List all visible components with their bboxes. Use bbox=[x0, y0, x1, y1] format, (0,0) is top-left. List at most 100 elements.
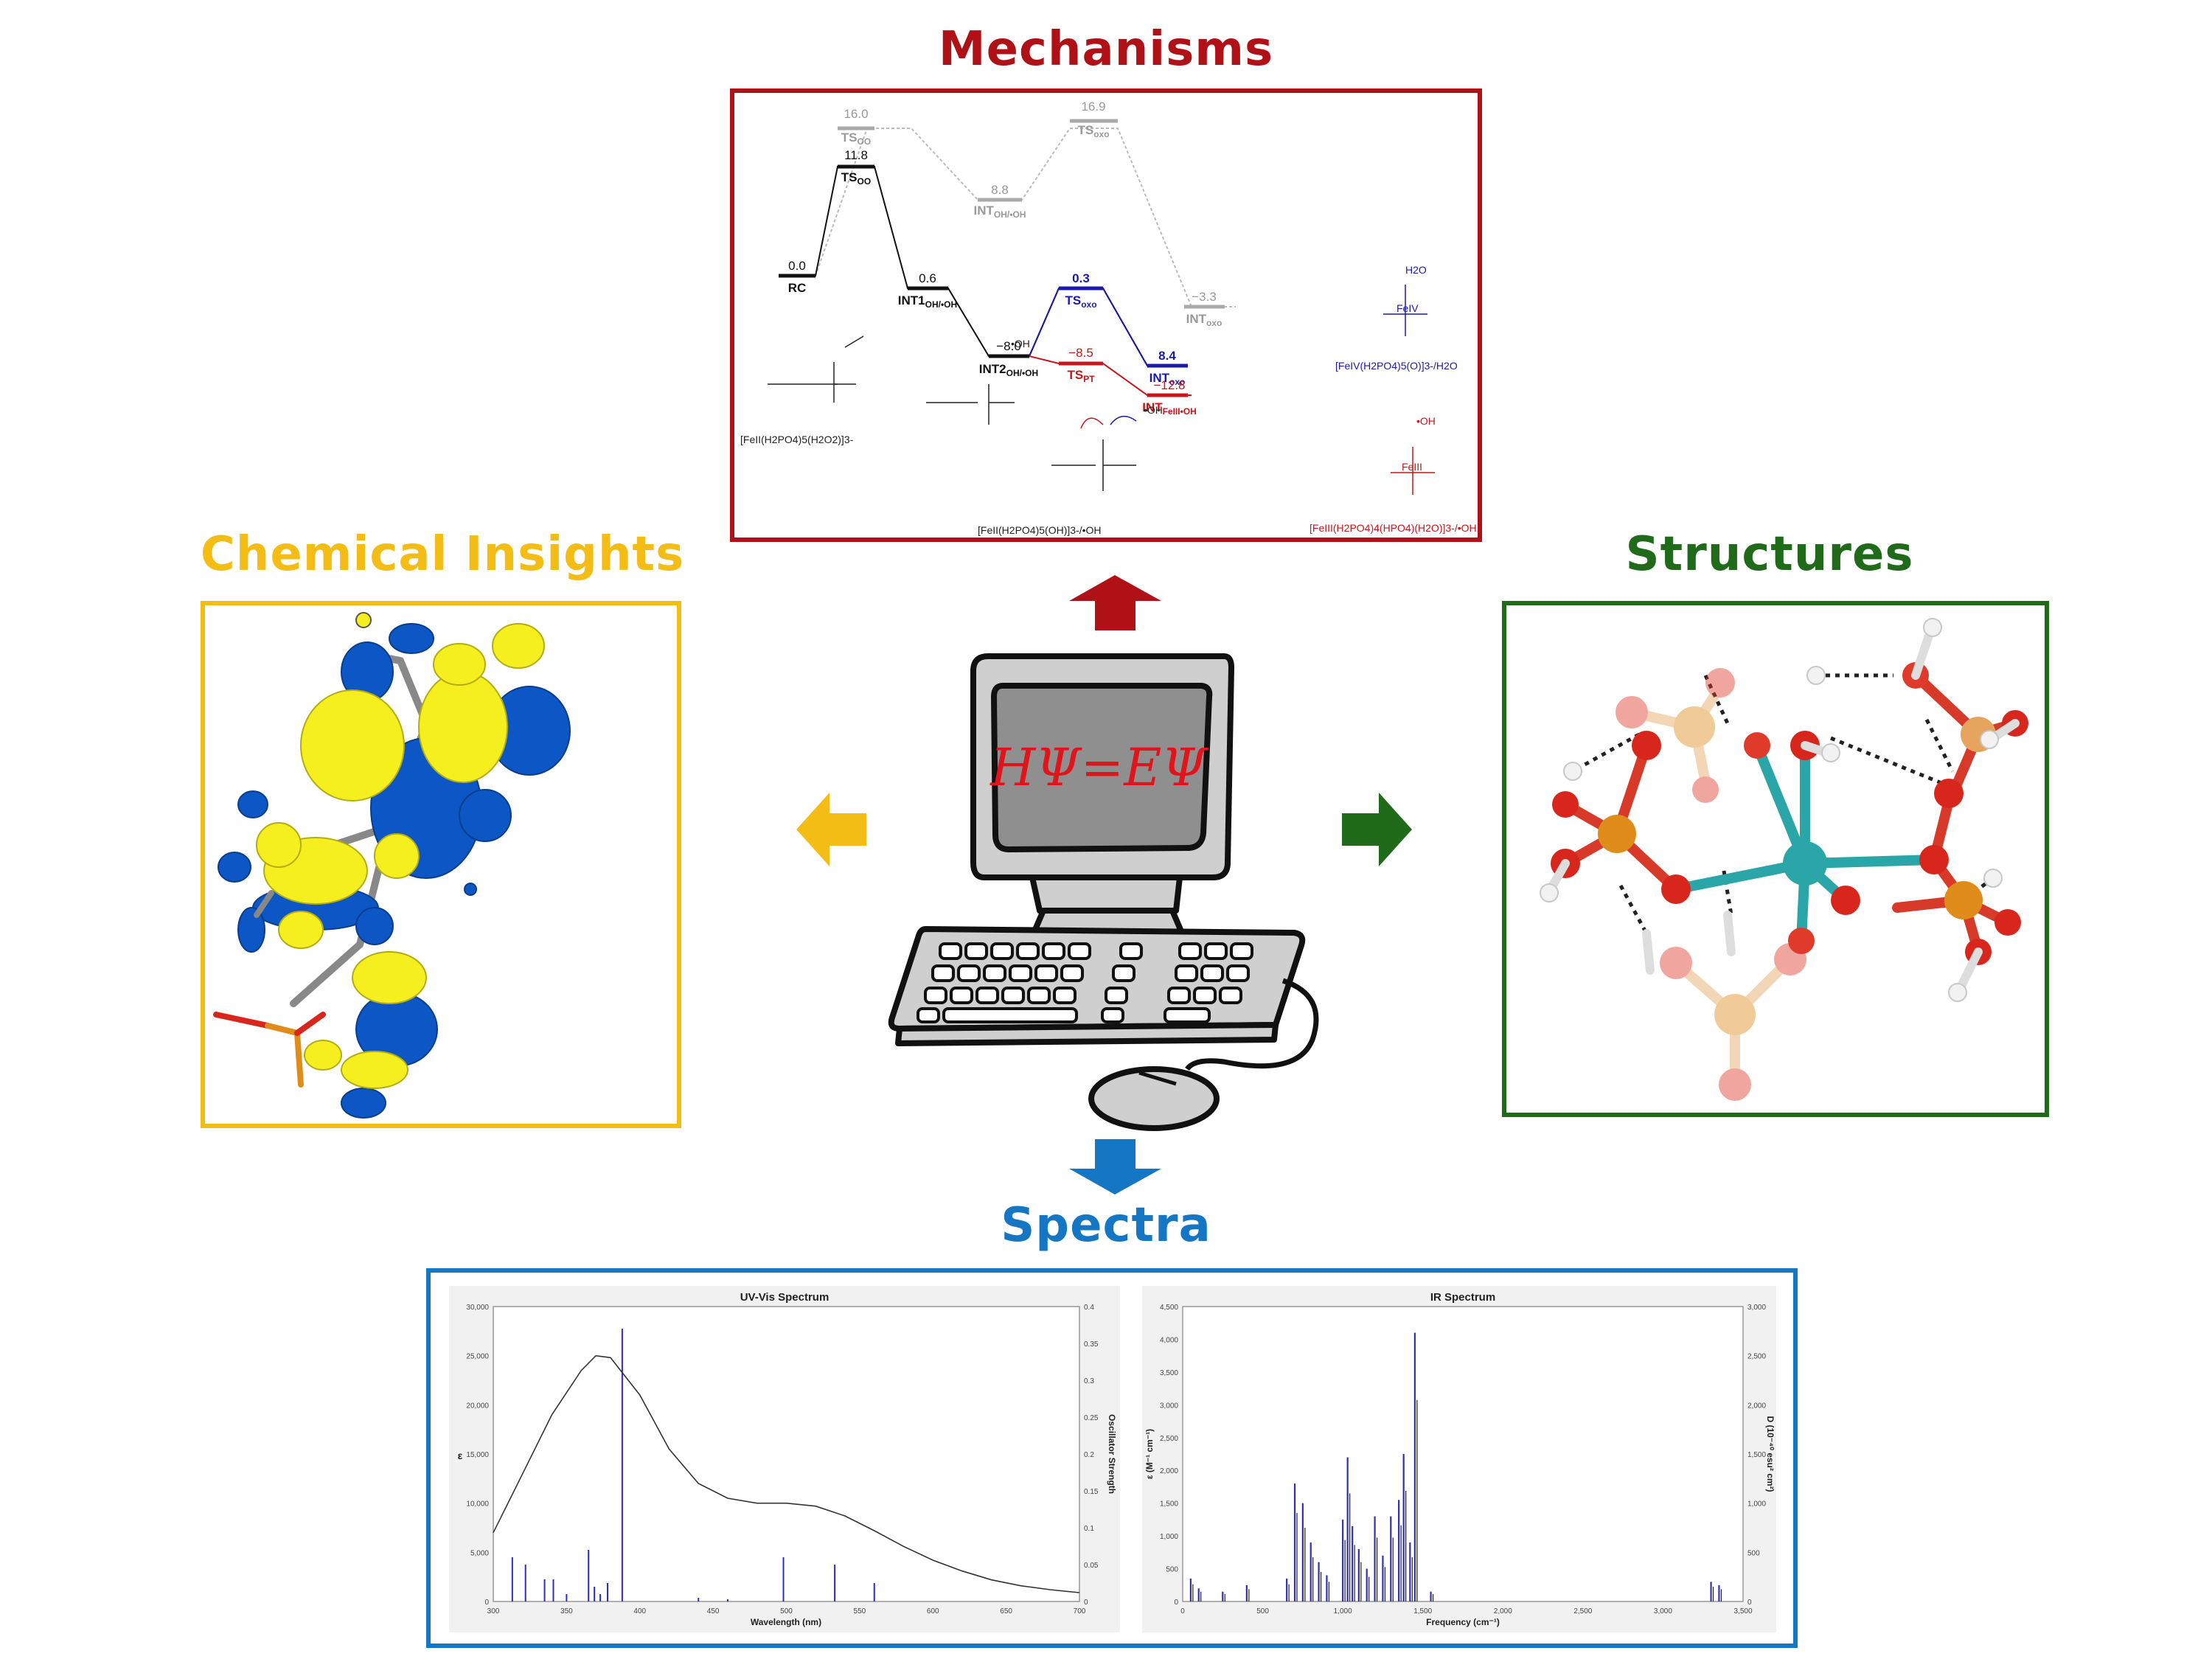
level-value: 8.4 bbox=[1158, 349, 1176, 363]
ir-y2-tick: 500 bbox=[1747, 1549, 1760, 1557]
uv-x-tick: 300 bbox=[487, 1607, 500, 1615]
level-label: TSPT bbox=[1067, 368, 1095, 384]
level-value: −8.5 bbox=[1068, 346, 1093, 360]
fe4-label: FeIV bbox=[1397, 302, 1419, 314]
ir-y-tick: 1,000 bbox=[1160, 1533, 1178, 1541]
level-label: INToxo bbox=[1150, 371, 1186, 387]
uv-y2-tick: 0 bbox=[1084, 1599, 1088, 1607]
ir-x-tick: 500 bbox=[1256, 1607, 1269, 1615]
level-label: INT2OH/•OH bbox=[979, 362, 1038, 378]
uv-y-tick: 30,000 bbox=[466, 1304, 489, 1312]
mechanisms-heading: Mechanisms bbox=[938, 22, 1274, 77]
ir-chart-title: IR Spectrum bbox=[1430, 1291, 1495, 1304]
computer-screen-equation: HΨ=EΨ bbox=[989, 737, 1208, 798]
uv-x-axis-label: Wavelength (nm) bbox=[751, 1617, 821, 1627]
uv-vis-chart: UV-Vis Spectrum Wavelength (nm) ε Oscill… bbox=[449, 1286, 1120, 1632]
ir-y-tick: 1,500 bbox=[1160, 1500, 1178, 1509]
level-value: 8.8 bbox=[991, 183, 1009, 197]
uv-y-tick: 25,000 bbox=[466, 1353, 489, 1361]
radical-label: •OH bbox=[1416, 415, 1436, 427]
uv-x-tick: 450 bbox=[707, 1607, 720, 1615]
uv-x-tick: 400 bbox=[633, 1607, 646, 1615]
ir-x-tick: 3,000 bbox=[1654, 1607, 1672, 1615]
level-label: RC bbox=[788, 281, 807, 295]
level-value: 11.8 bbox=[844, 148, 868, 162]
uv-y2-tick: 0.1 bbox=[1084, 1525, 1094, 1533]
ir-y2-axis-label: D (10⁻⁴⁰ esu² cm²) bbox=[1765, 1416, 1775, 1492]
level-label: TSoxo bbox=[1065, 293, 1096, 310]
level-label: TSOO bbox=[841, 131, 871, 147]
structures-heading: Structures bbox=[1625, 527, 1914, 582]
level-value: −3.3 bbox=[1192, 290, 1217, 304]
ir-chart: IR Spectrum Frequency (cm⁻¹) ε (M⁻¹ cm⁻¹… bbox=[1142, 1286, 1776, 1632]
uv-y2-tick: 0.15 bbox=[1084, 1488, 1099, 1496]
fe3-label: FeIII bbox=[1402, 461, 1422, 473]
ir-y2-tick: 3,000 bbox=[1747, 1304, 1766, 1312]
ir-x-tick: 0 bbox=[1180, 1607, 1185, 1615]
water-label: H2O bbox=[1405, 264, 1427, 276]
spectra-heading: Spectra bbox=[1001, 1198, 1211, 1253]
spectra-panel: UV-Vis Spectrum Wavelength (nm) ε Oscill… bbox=[426, 1268, 1798, 1648]
int2-formula: [FeII(H2PO4)5(OH)]3-/•OH bbox=[978, 524, 1101, 536]
uv-y-tick: 20,000 bbox=[466, 1402, 489, 1410]
oxo-formula: [FeIV(H2PO4)5(O)]3-/H2O bbox=[1335, 360, 1458, 372]
uv-y2-tick: 0.35 bbox=[1084, 1340, 1099, 1349]
uv-y-tick: 0 bbox=[484, 1599, 489, 1607]
ir-y-tick: 2,500 bbox=[1160, 1435, 1178, 1443]
ir-y2-tick: 1,500 bbox=[1747, 1451, 1766, 1459]
level-label: INT1OH/•OH bbox=[898, 293, 957, 310]
radical-label: •OH bbox=[1144, 404, 1163, 416]
structures-panel bbox=[1502, 601, 2049, 1117]
molecular-orbital-render bbox=[213, 612, 571, 1119]
fe3-formula: [FeIII(H2PO4)4(HPO4)(H2O)]3-/•OH bbox=[1310, 522, 1477, 534]
level-value: 0.0 bbox=[788, 259, 806, 273]
ir-y2-tick: 2,000 bbox=[1747, 1402, 1766, 1410]
uv-x-tick: 600 bbox=[927, 1607, 939, 1615]
ir-y-tick: 3,000 bbox=[1160, 1402, 1178, 1410]
arrow-down-icon bbox=[1069, 1139, 1161, 1194]
level-value: 16.0 bbox=[844, 107, 868, 121]
uv-x-tick: 500 bbox=[780, 1607, 793, 1615]
ir-y-tick: 2,000 bbox=[1160, 1467, 1178, 1475]
chemical-insights-panel bbox=[201, 601, 681, 1128]
ir-y-tick: 4,000 bbox=[1160, 1336, 1178, 1344]
ir-x-tick: 3,500 bbox=[1733, 1607, 1752, 1615]
uv-x-tick: 350 bbox=[560, 1607, 573, 1615]
ir-y-tick: 3,500 bbox=[1160, 1369, 1178, 1377]
uv-y-tick: 15,000 bbox=[466, 1451, 489, 1459]
radical-label: •OH bbox=[1011, 338, 1030, 349]
ir-x-axis-label: Frequency (cm⁻¹) bbox=[1426, 1617, 1500, 1627]
uv-x-tick: 650 bbox=[1000, 1607, 1012, 1615]
uv-y2-tick: 0.2 bbox=[1084, 1451, 1094, 1459]
ir-x-tick: 1,000 bbox=[1334, 1607, 1352, 1615]
chemical-insights-heading: Chemical Insights bbox=[200, 527, 685, 582]
ir-x-tick: 2,500 bbox=[1573, 1607, 1592, 1615]
ir-y2-tick: 2,500 bbox=[1747, 1353, 1766, 1361]
ir-y2-tick: 1,000 bbox=[1747, 1500, 1766, 1509]
arrow-up-icon bbox=[1069, 575, 1161, 630]
level-value: −8.0 bbox=[996, 339, 1021, 353]
ir-y-axis-label: ε (M⁻¹ cm⁻¹) bbox=[1144, 1429, 1155, 1479]
ir-x-tick: 2,000 bbox=[1494, 1607, 1512, 1615]
uv-x-tick: 700 bbox=[1074, 1607, 1086, 1615]
ir-y-tick: 4,500 bbox=[1160, 1304, 1178, 1312]
level-label: INToxo bbox=[1186, 312, 1222, 328]
level-label: TSOO bbox=[841, 170, 871, 187]
level-label: INTFeIII•OH bbox=[1142, 400, 1197, 417]
arrow-right-icon bbox=[1342, 793, 1412, 866]
ir-y2-tick: 0 bbox=[1747, 1599, 1752, 1607]
level-label: INTOH/•OH bbox=[974, 204, 1026, 220]
level-value: 16.9 bbox=[1081, 100, 1105, 114]
uv-y-axis-label: ε bbox=[458, 1450, 463, 1461]
ir-y-tick: 0 bbox=[1174, 1599, 1178, 1607]
molecular-structure-render bbox=[1540, 618, 2028, 1101]
uv-y2-tick: 0.4 bbox=[1084, 1304, 1094, 1312]
uv-y-tick: 5,000 bbox=[470, 1549, 489, 1557]
uv-y2-tick: 0.25 bbox=[1084, 1414, 1099, 1422]
mechanisms-panel: 16.0 TSOO 16.9 TSoxo 11.8 TSOO 8.8 INTOH… bbox=[730, 88, 1482, 542]
uv-chart-title: UV-Vis Spectrum bbox=[740, 1291, 830, 1304]
uv-y2-tick: 0.3 bbox=[1084, 1377, 1094, 1385]
level-value: 0.3 bbox=[1072, 271, 1090, 285]
uv-x-tick: 550 bbox=[854, 1607, 866, 1615]
arrow-left-icon bbox=[796, 793, 866, 866]
